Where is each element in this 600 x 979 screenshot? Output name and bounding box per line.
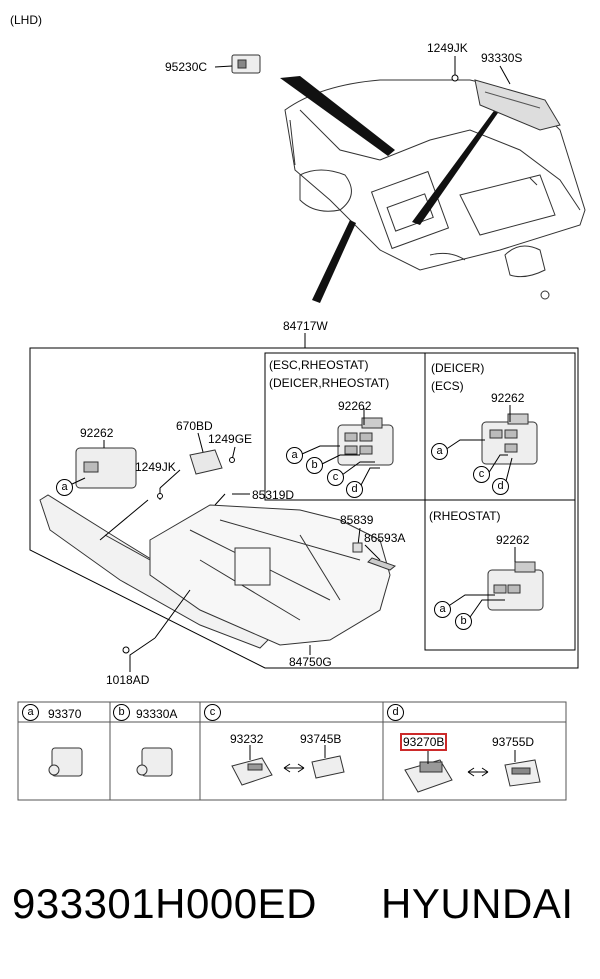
- legend-part-93370[interactable]: 93370: [48, 707, 82, 721]
- legend-part-93232[interactable]: 93232: [230, 732, 264, 746]
- part-label-92262-rheostat[interactable]: 92262: [496, 533, 530, 547]
- callout-a-deicer: a: [431, 443, 448, 460]
- box-title-deicer-line1: (DEICER): [431, 361, 485, 375]
- footer-brand: HYUNDAI: [381, 880, 574, 927]
- part-label-1249jk-top[interactable]: 1249JK: [427, 41, 468, 55]
- callout-b-rheostat: b: [455, 613, 472, 630]
- part-95230c-illustration: [231, 54, 261, 74]
- callout-b-esc: b: [306, 457, 323, 474]
- part-label-670bd[interactable]: 670BD: [176, 419, 213, 433]
- switch-92262-rheostat: [487, 561, 544, 611]
- legend-key-a: a: [22, 704, 39, 721]
- switch-92262-esc: [337, 417, 394, 466]
- legend-key-b: b: [113, 704, 130, 721]
- legend-part-93755d[interactable]: 93755D: [492, 735, 535, 749]
- box-title-esc-line1: (ESC,RHEOSTAT): [269, 358, 369, 372]
- legend-table: [17, 701, 567, 801]
- part-label-84750g[interactable]: 84750G: [289, 655, 332, 669]
- part-label-85319d[interactable]: 85319D: [252, 488, 295, 502]
- bracket-670bd: [189, 449, 223, 475]
- part-label-1249jk[interactable]: 1249JK: [135, 460, 176, 474]
- part-label-1249ge[interactable]: 1249GE: [208, 432, 253, 446]
- part-label-85839[interactable]: 85839: [340, 513, 374, 527]
- callout-a-left: a: [56, 479, 73, 496]
- floor-84750g-illustration: [149, 504, 391, 646]
- part-label-92262-esc[interactable]: 92262: [338, 399, 372, 413]
- part-label-93330s[interactable]: 93330S: [481, 51, 523, 65]
- legend-part-93330a[interactable]: 93330A: [136, 707, 178, 721]
- switch-92262-deicer: [481, 413, 538, 465]
- footer-part-number: 933301H000ED: [12, 880, 317, 927]
- interchange-arrows: [283, 763, 489, 777]
- box-title-rheostat: (RHEOSTAT): [429, 509, 501, 523]
- part-93330s-illustration: [474, 79, 561, 131]
- part-label-92262-deicer[interactable]: 92262: [491, 391, 525, 405]
- callout-a-esc: a: [286, 447, 303, 464]
- part-label-95230c[interactable]: 95230C: [165, 60, 208, 74]
- callout-a-rheostat: a: [434, 601, 451, 618]
- variant-label: (LHD): [10, 13, 42, 27]
- box-title-deicer-line2: (ECS): [431, 379, 464, 393]
- legend-parts: [48, 747, 541, 793]
- callout-d-esc: d: [346, 481, 363, 498]
- part-label-1018ad[interactable]: 1018AD: [106, 673, 150, 687]
- legend-key-c: c: [204, 704, 221, 721]
- legend-part-93745b[interactable]: 93745B: [300, 732, 342, 746]
- part-label-84717w[interactable]: 84717W: [283, 319, 328, 333]
- box-title-esc-line2: (DEICER,RHEOSTAT): [269, 376, 390, 390]
- callout-c-esc: c: [327, 469, 344, 486]
- legend-key-d: d: [387, 704, 404, 721]
- switch-92262-left: [75, 447, 137, 489]
- legend-part-93270b-highlighted[interactable]: 93270B: [399, 733, 448, 751]
- part-label-92262-left[interactable]: 92262: [80, 426, 114, 440]
- callout-d-deicer: d: [492, 478, 509, 495]
- part-label-86593a[interactable]: 86593A: [364, 531, 406, 545]
- callout-c-deicer: c: [473, 466, 490, 483]
